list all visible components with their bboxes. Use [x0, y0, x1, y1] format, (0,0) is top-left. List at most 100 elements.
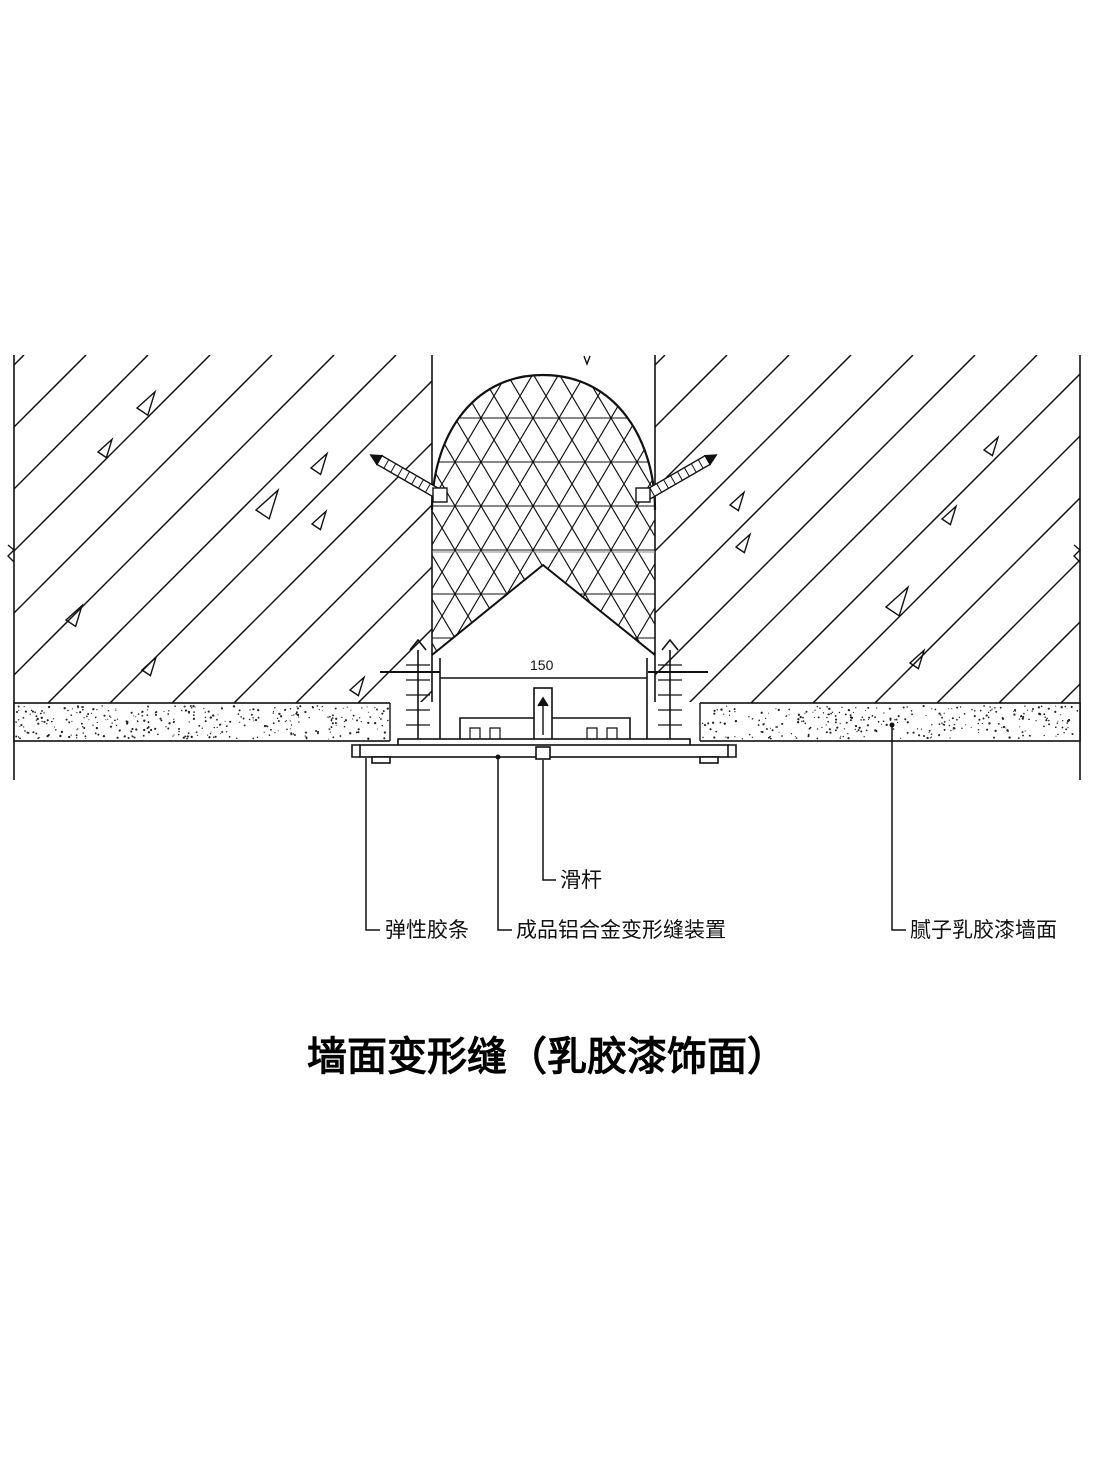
- plaster-speckle: [844, 713, 847, 716]
- plaster-speckle: [912, 731, 915, 734]
- plaster-speckle: [352, 718, 354, 720]
- plaster-speckle: [214, 735, 217, 738]
- hatch-line: [295, 565, 432, 703]
- plaster-speckle: [997, 723, 1000, 725]
- plaster-speckle: [67, 709, 69, 712]
- plaster-speckle: [925, 715, 927, 717]
- plaster-speckle: [847, 708, 851, 712]
- plaster-speckle: [928, 732, 930, 734]
- plaster-speckle: [221, 706, 223, 708]
- plaster-speckle: [1017, 737, 1020, 739]
- plaster-speckle: [807, 733, 810, 736]
- plaster-speckle: [802, 720, 805, 722]
- plaster-speckle: [723, 713, 725, 715]
- hatch-line: [14, 355, 273, 615]
- plaster-speckle: [1071, 732, 1074, 736]
- plaster-speckle: [163, 710, 165, 712]
- plaster-speckle: [207, 710, 210, 713]
- plaster-speckle: [71, 708, 73, 710]
- aggregate-symbol: [348, 675, 366, 697]
- plaster-speckle: [943, 712, 945, 714]
- plaster-speckle: [834, 721, 837, 724]
- plaster-speckle: [770, 727, 772, 729]
- plaster-speckle: [805, 710, 808, 713]
- plaster-speckle: [252, 716, 254, 719]
- plaster-speckle: [172, 721, 175, 724]
- plaster-speckle: [797, 713, 801, 716]
- plaster-speckle: [987, 716, 990, 719]
- plaster-speckle: [331, 714, 334, 717]
- plaster-speckle: [1006, 729, 1009, 732]
- left-concrete-wall: [14, 355, 432, 703]
- plaster-speckle: [295, 711, 298, 714]
- plaster-speckle: [35, 719, 37, 721]
- plaster-speckle: [367, 721, 370, 725]
- plaster-speckle: [283, 708, 287, 712]
- plaster-speckle: [295, 712, 298, 715]
- plaster-speckle: [1054, 726, 1057, 729]
- plaster-speckle: [83, 727, 86, 729]
- plaster-speckle: [839, 723, 841, 725]
- plaster-speckle: [713, 712, 716, 715]
- dimension-150: 150: [530, 657, 554, 673]
- plaster-speckle: [703, 724, 707, 727]
- plaster-speckle: [157, 733, 159, 736]
- hatch-line: [171, 441, 432, 703]
- plaster-speckle: [910, 709, 913, 712]
- plaster-speckle: [978, 718, 981, 721]
- plaster-speckle: [263, 724, 267, 728]
- plaster-speckle: [856, 731, 858, 733]
- plaster-speckle: [1031, 707, 1035, 711]
- plaster-speckle: [83, 717, 85, 719]
- plaster-speckle: [858, 726, 861, 729]
- plaster-speckle: [1021, 731, 1024, 734]
- leader-lines: [365, 725, 906, 931]
- hatch-line: [109, 379, 432, 703]
- plaster-speckle: [864, 709, 867, 711]
- plaster-speckle: [765, 728, 768, 730]
- plaster-speckle: [941, 716, 944, 719]
- plaster-speckle: [748, 733, 751, 736]
- plaster-speckle: [81, 705, 84, 709]
- plaster-speckle: [346, 706, 348, 708]
- plaster-speckle: [928, 729, 931, 732]
- plaster-speckle: [186, 735, 189, 738]
- plaster-speckle: [305, 736, 308, 739]
- plaster-speckle: [906, 706, 908, 708]
- plaster-speckle: [1035, 719, 1037, 722]
- plaster-speckle: [172, 735, 174, 737]
- plaster-speckle: [1076, 710, 1079, 712]
- plaster-speckle: [53, 726, 55, 728]
- plaster-speckle: [239, 721, 241, 723]
- plaster-speckle: [187, 732, 190, 735]
- plaster-speckle: [725, 705, 728, 707]
- aggregate-symbol: [908, 648, 926, 670]
- plaster-speckle: [192, 705, 195, 708]
- plaster-speckle: [17, 705, 20, 708]
- plaster-speckle: [383, 737, 386, 740]
- plaster-speckle: [92, 724, 94, 726]
- plaster-speckle: [778, 731, 780, 733]
- plaster-speckle: [190, 706, 193, 709]
- plaster-speckle: [174, 705, 176, 708]
- plaster-speckle: [85, 738, 87, 740]
- plaster-speckle: [1067, 718, 1071, 722]
- plaster-speckle: [808, 727, 811, 730]
- plaster-speckle: [948, 719, 950, 721]
- plaster-speckle: [1048, 719, 1050, 722]
- plaster-speckle: [847, 737, 850, 740]
- plaster-speckle: [1037, 706, 1041, 709]
- plaster-speckle: [318, 708, 320, 711]
- plaster-speckle: [356, 719, 358, 722]
- plaster-speckle: [376, 728, 378, 730]
- plaster-speckle: [349, 732, 352, 735]
- plaster-speckle: [102, 734, 106, 738]
- plaster-speckle: [868, 716, 871, 719]
- plaster-speckle: [845, 721, 848, 724]
- plaster-speckle: [80, 706, 83, 708]
- plaster-speckle: [101, 705, 103, 707]
- plaster-speckle: [1046, 717, 1048, 719]
- plaster-speckle: [374, 706, 376, 709]
- aggregate-symbol: [734, 532, 752, 554]
- plaster-speckle: [795, 737, 798, 739]
